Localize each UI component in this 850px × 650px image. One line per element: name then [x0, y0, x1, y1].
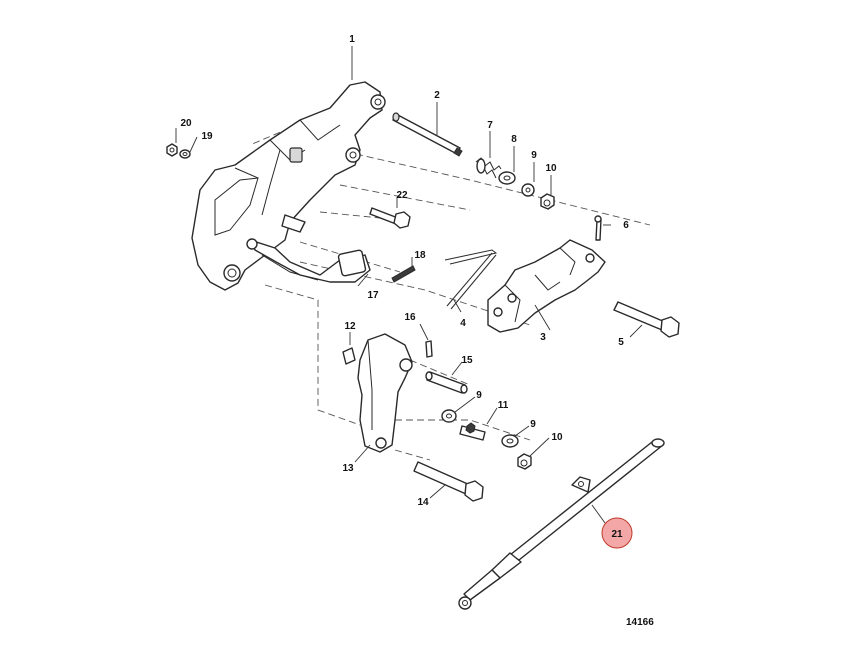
part-9-washer-mid	[441, 409, 457, 423]
part-6-pin	[594, 215, 602, 241]
callout-2: 2	[434, 90, 440, 101]
part-11-stud	[459, 422, 486, 441]
part-19-washer	[179, 149, 191, 159]
callout-17: 17	[367, 290, 379, 301]
callout-12: 12	[344, 321, 356, 332]
callout-18: 18	[414, 250, 426, 261]
part-8-washer	[498, 171, 516, 185]
callout-22: 22	[396, 190, 408, 201]
callout-9: 9	[530, 419, 536, 430]
part-22-bolt	[369, 207, 411, 229]
callout-19: 19	[201, 131, 213, 142]
callout-14: 14	[417, 497, 429, 508]
callout-leader-lines	[175, 46, 643, 524]
part-5-bolt	[613, 301, 680, 338]
part-10-nut-low	[517, 453, 532, 470]
figure-id: 14166	[626, 617, 654, 628]
callout-16: 16	[404, 312, 416, 323]
highlight-marker-21[interactable]	[601, 517, 633, 549]
part-3-bracket	[487, 239, 606, 333]
callout-6: 6	[623, 220, 629, 231]
callout-4: 4	[460, 318, 466, 329]
callout-15: 15	[461, 355, 473, 366]
part-21-tie-rod	[458, 438, 665, 610]
callout-1: 1	[349, 34, 355, 45]
callout-10: 10	[551, 432, 563, 443]
part-2-pivot-pin	[392, 112, 463, 157]
callout-13: 13	[342, 463, 354, 474]
part-13-lever-arm	[357, 333, 413, 453]
part-16-pin	[425, 340, 433, 358]
callout-20: 20	[180, 118, 192, 129]
part-18-screw	[391, 265, 416, 283]
callout-5: 5	[618, 337, 624, 348]
part-9-washer-top	[521, 183, 535, 197]
part-12-clip	[342, 347, 356, 365]
part-10-nut-top	[540, 193, 555, 210]
part-4-rod	[444, 249, 498, 310]
callout-10: 10	[545, 163, 557, 174]
callout-8: 8	[511, 134, 517, 145]
part-1-mounting-bracket	[191, 81, 386, 291]
callout-9: 9	[476, 390, 482, 401]
callout-9: 9	[531, 150, 537, 161]
part-15-pin	[425, 371, 468, 394]
part-9-washer-low	[501, 434, 519, 448]
callout-7: 7	[487, 120, 493, 131]
part-14-bolt	[413, 461, 484, 502]
part-17-switch	[246, 238, 371, 283]
part-7-spring	[475, 157, 502, 179]
callout-21: 21	[611, 529, 623, 540]
callout-3: 3	[540, 332, 546, 343]
callout-11: 11	[498, 400, 509, 411]
part-20-nut	[166, 143, 178, 157]
